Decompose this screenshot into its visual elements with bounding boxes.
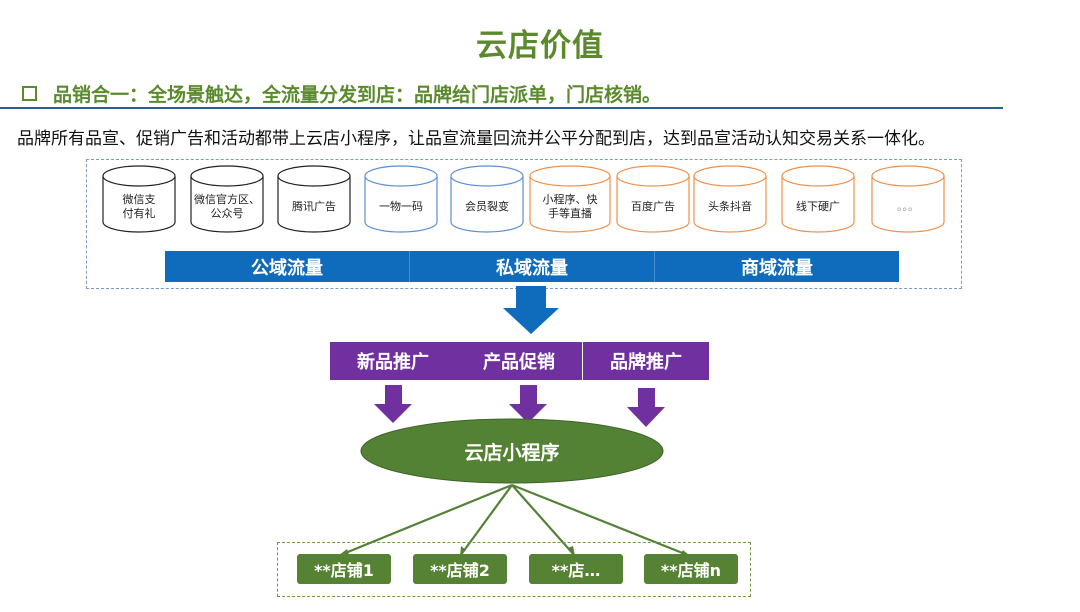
source-label: 微信支 付有礼: [122, 193, 156, 220]
store-node: **店铺2: [413, 554, 507, 584]
subtitle-text: 品销合一：全场景触达，全流量分发到店：品牌给门店派单，门店核销。: [53, 84, 662, 106]
source-cylinder: 百度广告: [616, 165, 690, 233]
hub-label: 云店小程序: [464, 442, 560, 464]
blue-down-arrow-icon: [503, 286, 559, 334]
cylinder-shape: [102, 165, 176, 233]
source-label: 百度广告: [631, 200, 675, 213]
stores-box: [277, 542, 751, 597]
cylinder-shape: [781, 165, 855, 233]
cylinder-shape: [616, 165, 690, 233]
source-cylinder: 一物一码: [364, 165, 438, 233]
source-label: 线下硬广: [796, 200, 840, 213]
store-node: **店铺n: [644, 554, 738, 584]
source-label: 腾讯广告: [292, 200, 336, 213]
source-cylinder: 线下硬广: [781, 165, 855, 233]
purple-down-arrow-icon: [627, 388, 665, 427]
source-label: 小程序、快 手等直播: [542, 193, 598, 220]
flow-private: 私域流量: [410, 251, 655, 282]
flow-public: 公域流量: [165, 251, 410, 282]
store-node: **店…: [529, 554, 623, 584]
source-label: 会员裂变: [465, 200, 509, 213]
source-cylinder: 微信支 付有礼: [102, 165, 176, 233]
purple-down-arrow-icon: [509, 385, 547, 423]
cylinder-shape: [190, 165, 264, 233]
cylinder-shape: [529, 165, 611, 233]
source-label: 微信官方区、 公众号: [194, 193, 260, 220]
intro-text: 品牌所有品宣、促销广告和活动都带上云店小程序，让品宣流量回流并公平分配到店，达到…: [17, 129, 935, 149]
hub-ellipse: [360, 418, 664, 484]
purple-down-arrow-icon: [374, 385, 412, 423]
source-label: 。。。: [897, 200, 919, 213]
promo-brand: 品牌推广: [610, 352, 682, 373]
traffic-type-bar: 公域流量 私域流量 商域流量: [165, 251, 899, 282]
cylinder-shape: [450, 165, 524, 233]
store-node: **店铺1: [297, 554, 391, 584]
promo-block-left: 新品推广 产品促销: [330, 342, 582, 380]
source-cylinder: 微信官方区、 公众号: [190, 165, 264, 233]
hub-connectors: [337, 483, 691, 558]
divider-line: [0, 107, 1003, 109]
cylinder-shape: [871, 165, 945, 233]
source-cylinder: 会员裂变: [450, 165, 524, 233]
promo-block-right: 品牌推广: [583, 342, 709, 380]
source-cylinder: 小程序、快 手等直播: [529, 165, 611, 233]
page-title: 云店价值: [476, 28, 604, 64]
cylinder-shape: [364, 165, 438, 233]
source-label: 一物一码: [379, 200, 423, 213]
source-label: 头条抖音: [708, 200, 752, 213]
promo-product-sales: 产品促销: [483, 352, 555, 373]
cylinder-shape: [693, 165, 767, 233]
subtitle: 品销合一：全场景触达，全流量分发到店：品牌给门店派单，门店核销。: [22, 80, 661, 107]
source-cylinder: 。。。: [871, 165, 945, 233]
flow-commercial: 商域流量: [741, 257, 813, 279]
square-bullet-icon: [22, 86, 37, 101]
source-cylinder: 腾讯广告: [277, 165, 351, 233]
cylinder-shape: [277, 165, 351, 233]
source-cylinder: 头条抖音: [693, 165, 767, 233]
promo-new-product: 新品推广: [357, 352, 429, 373]
